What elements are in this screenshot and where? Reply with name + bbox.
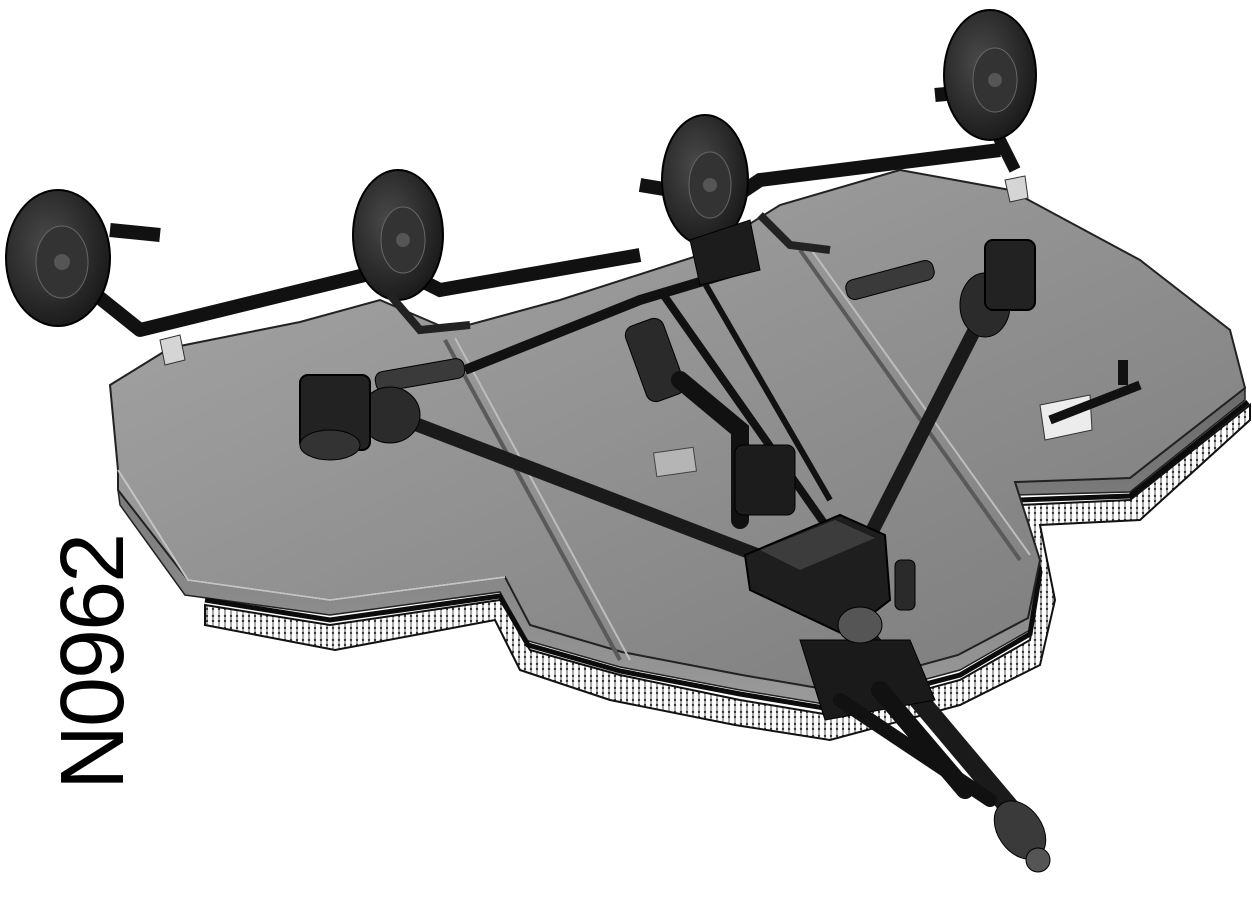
wheel-icon (661, 114, 749, 246)
hitch-icon (799, 606, 1051, 873)
part-number-label: N0962 (43, 534, 143, 790)
lift-linkage (374, 212, 935, 563)
wheel-icon (352, 169, 444, 301)
gearbox-icon (299, 374, 371, 461)
wheel-icon (5, 189, 111, 327)
gearbox-icon (984, 239, 1036, 311)
gearbox-icon (743, 513, 916, 637)
wheel-icon (943, 9, 1037, 141)
